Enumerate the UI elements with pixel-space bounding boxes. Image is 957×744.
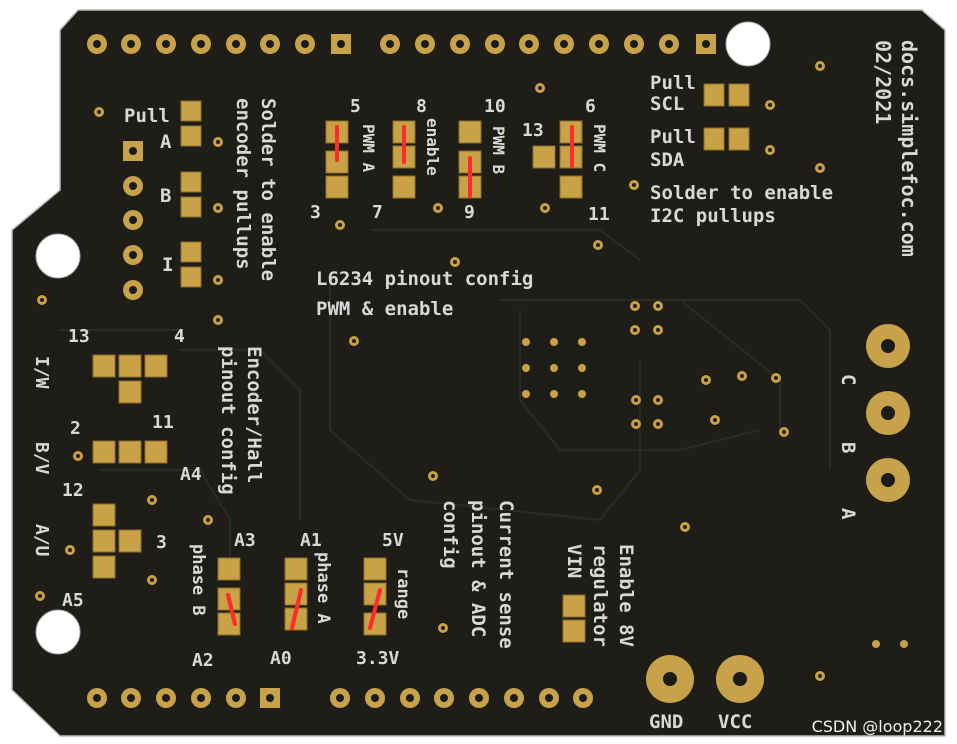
cs-a0-label: A0 [270,648,292,669]
pull-scl-label-2: SCL [650,93,684,115]
cs-title-3: config [439,500,461,569]
hall-4-label: 4 [174,326,185,347]
cs-title-1: Current sense [495,500,517,649]
pin13-label: 13 [522,120,544,141]
reg-title-1: Enable 8V [615,544,637,647]
header-bottom-left [87,688,280,708]
iw-label: I/W [31,356,52,389]
enc-note-2: encoder pullups [232,98,254,270]
hall-12-label: 12 [62,480,84,501]
pin10-label: 10 [484,96,506,117]
pin6-label: 6 [585,96,596,117]
header-bottom-right [330,688,593,708]
vcc-label: VCC [718,711,752,733]
reg-vin-label: VIN [563,544,585,578]
hall-3-label: 3 [156,532,167,553]
enable-label: enable [423,118,442,176]
board-outline [11,9,946,737]
cs-title-2: pinout & ADC [467,500,489,637]
gnd-label: GND [649,711,683,733]
cs-33v-label: 3.3V [356,648,400,669]
pwm-b-label: PWM B [489,126,508,175]
pwm-a-label: PWM A [359,124,378,173]
enc-hall-title-1: Encoder/Hall [243,346,265,483]
pull-sda-label-2: SDA [650,149,685,171]
motor-a-label: A [837,508,859,520]
phase-b-label: phase B [188,544,208,616]
hall-a5-label: A5 [62,590,84,611]
motor-c-label: C [837,374,859,385]
cs-a3-label: A3 [234,530,256,551]
i2c-pullup-pads [703,83,750,151]
hall-13-label: 13 [68,326,90,347]
l6234-jumpers [325,120,583,199]
hall-2-label: 2 [70,418,81,439]
i2c-note-1: Solder to enable [650,182,833,204]
watermark: CSDN @loop222 [811,717,943,736]
phase-a-label: phase A [313,552,333,624]
site-label: docs.simplefoc.com [897,40,921,257]
pull-sda-label-1: Pull [650,126,696,148]
cs-a2-label: A2 [192,650,214,671]
enc-note-1: Solder to enable [257,98,279,281]
pin3-label: 3 [310,202,321,223]
power-terminals [646,655,764,703]
pull-label: Pull [124,105,170,127]
date-label: 02/2021 [871,40,895,124]
pin11-label: 11 [588,204,610,225]
pull-i-label: I [162,254,173,276]
range-label: range [393,568,413,619]
pwm-c-label: PWM C [590,124,609,172]
l6234-title-2: PWM & enable [316,298,453,320]
reg-title-2: regulator [589,544,611,647]
l6234-title-1: L6234 pinout config [316,268,533,290]
silkscreen: docs.simplefoc.com 02/2021 Pull SCL Pull… [31,40,921,733]
hall-11-label: 11 [152,412,174,433]
pull-b-label: B [160,185,171,207]
mounting-hole-top [725,21,771,67]
pin9-label: 9 [464,202,475,223]
vias [35,61,908,681]
current-sense-jumpers [217,557,387,636]
pin8-label: 8 [416,96,427,117]
cs-a1-label: A1 [300,530,322,551]
cs-5v-label: 5V [382,530,404,551]
enc-hall-title-2: pinout config [217,346,239,495]
regulator-pads [562,594,586,643]
motor-terminals [866,324,910,502]
mounting-hole-bottom [35,609,81,655]
mounting-hole-left [35,233,81,279]
au-label: A/U [31,524,52,557]
pin5-label: 5 [350,96,361,117]
encoder-pullup-pads [180,100,202,288]
bv-label: B/V [31,442,52,475]
pull-a-label: A [160,131,172,153]
header-top-right [380,34,716,54]
hall-a4-label: A4 [180,464,202,485]
pull-scl-label-1: Pull [650,72,696,94]
hall-jumpers [92,354,168,579]
encoder-header [123,141,143,300]
pin7-label: 7 [372,202,383,223]
header-top-left [87,34,351,54]
i2c-note-2: I2C pullups [650,205,776,227]
motor-b-label: B [837,442,859,453]
